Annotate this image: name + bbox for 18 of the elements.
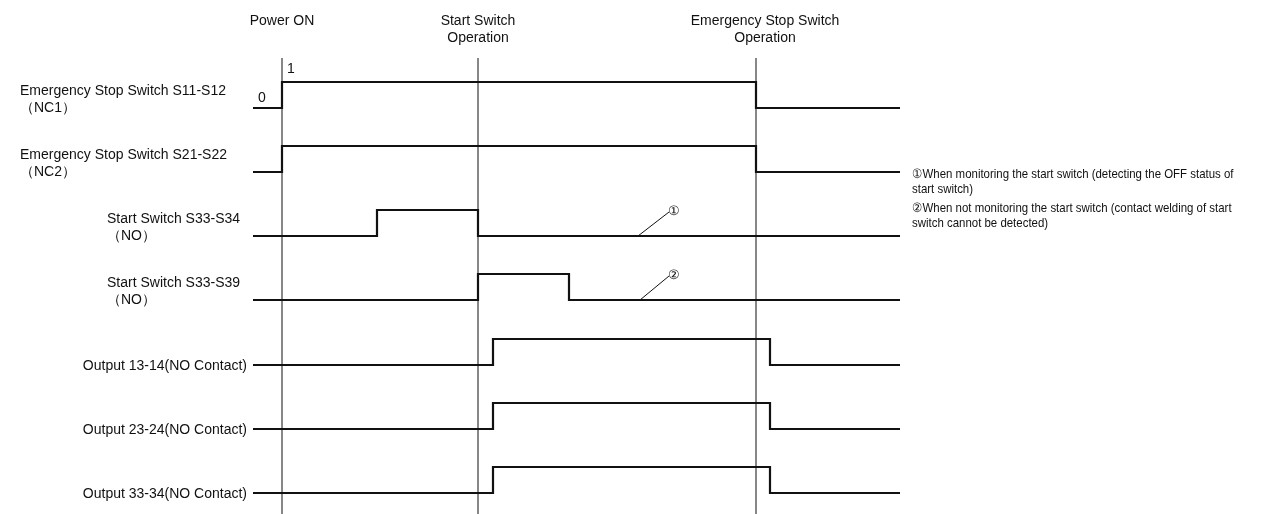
signal-label: Emergency Stop Switch S21-S22（NC2）	[20, 146, 228, 180]
signal-label: Output 33-34(NO Contact)	[81, 485, 247, 502]
signal-label: Start Switch S33-S34（NO）	[107, 210, 242, 244]
leader-line	[639, 275, 670, 301]
leader-line	[637, 211, 670, 237]
event-label: Emergency Stop Switch Operation	[690, 12, 840, 46]
state-label: 0	[258, 89, 267, 106]
event-label: Power ON	[248, 12, 316, 29]
note-text: ②When not monitoring the start switch (contact welding of start switch cannot be detected)	[912, 200, 1233, 230]
signal-label: Output 13-14(NO Contact)	[81, 357, 247, 374]
signal-label: Start Switch S33-S39（NO）	[107, 274, 242, 308]
signal-label: Output 23-24(NO Contact)	[81, 421, 247, 438]
event-label: Start Switch Operation	[439, 12, 517, 46]
signal-label: Emergency Stop Switch S11-S12（NC1）	[20, 82, 227, 116]
state-label: 1	[287, 60, 296, 77]
note-text: ①When monitoring the start switch (detecting the OFF status of start switch)	[912, 166, 1235, 196]
callout-number: ②	[668, 266, 680, 283]
callout-number: ①	[668, 202, 680, 219]
